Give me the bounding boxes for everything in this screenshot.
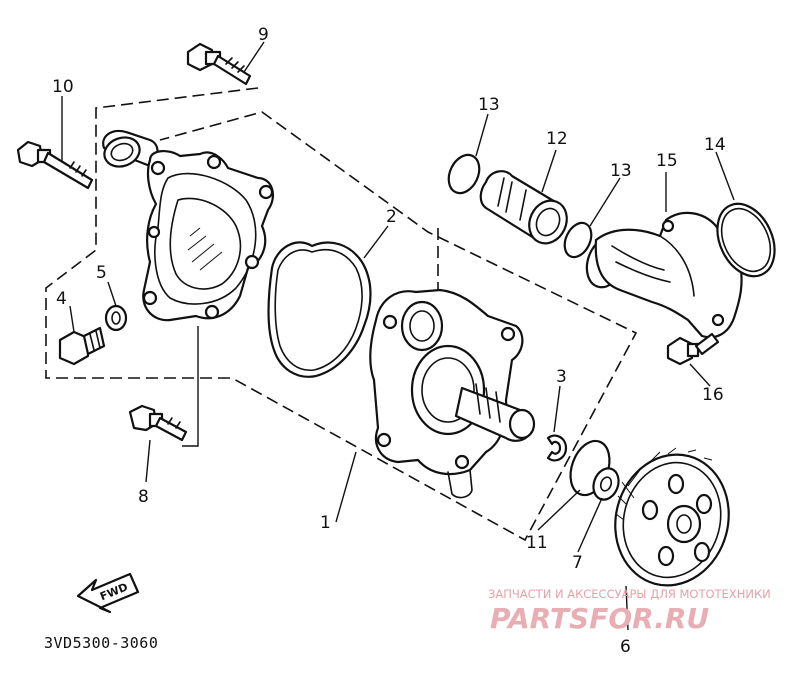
gasket-2: [267, 241, 372, 378]
washer-7: [592, 467, 620, 501]
circlip-3: [546, 434, 568, 462]
callout-4: 4: [56, 289, 67, 309]
callout-6: 6: [620, 637, 631, 657]
callout-3: 3: [556, 367, 567, 387]
callout-11: 11: [526, 533, 548, 553]
callout-13-upper: 13: [478, 95, 500, 115]
watermark-tagline: ЗАПЧАСТИ И АКСЕССУАРЫ ДЛЯ МОТОТЕХНИКИ: [488, 587, 771, 601]
callout-7: 7: [572, 553, 583, 573]
callout-2: 2: [386, 207, 397, 227]
callout-8: 8: [138, 487, 149, 507]
callout-labels: 1 2 3 4 5 6 7 8 9 10 11 12 13 13 14 15 1…: [52, 25, 726, 657]
pump-body-1: [369, 288, 536, 499]
impeller-gear-6: [614, 447, 730, 587]
pipe-12: [479, 170, 568, 245]
pump-cover: [102, 129, 275, 322]
callout-14: 14: [704, 135, 726, 155]
watermark: ЗАПЧАСТИ И АКСЕССУАРЫ ДЛЯ МОТОТЕХНИКИ PA…: [488, 587, 771, 635]
bolt-16: [666, 332, 720, 366]
o-ring-14: [716, 202, 776, 278]
fwd-arrow: FWD: [76, 572, 140, 614]
callout-1: 1: [320, 513, 331, 533]
drain-plug-4: [58, 326, 106, 366]
o-ring-13-lower: [563, 221, 593, 259]
elbow-pipe-15: [585, 211, 743, 339]
drawing-code: 3VD5300-3060: [44, 634, 158, 652]
callout-13-lower: 13: [610, 161, 632, 181]
bolt-9: [186, 42, 252, 86]
bolt-10: [16, 140, 94, 190]
callout-16: 16: [702, 385, 724, 405]
bolt-8: [128, 404, 188, 442]
o-ring-13-upper: [447, 153, 481, 195]
watermark-brand: PARTSFOR.RU: [490, 602, 709, 635]
callout-10: 10: [52, 77, 74, 97]
callout-9: 9: [258, 25, 269, 45]
leader-lines: [61, 41, 735, 631]
washer-5: [104, 304, 128, 332]
assembly-boundary: [45, 87, 638, 542]
callout-15: 15: [656, 151, 678, 171]
callout-12: 12: [546, 129, 568, 149]
callout-5: 5: [96, 263, 107, 283]
